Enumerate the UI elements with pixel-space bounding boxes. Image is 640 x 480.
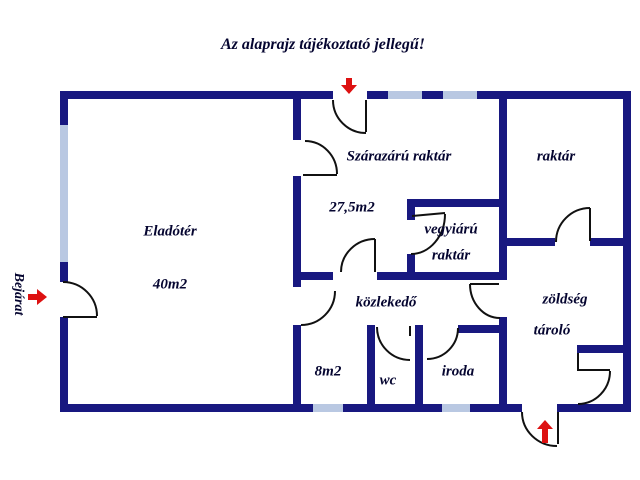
wall-segment (60, 317, 68, 412)
window-segment (313, 404, 343, 412)
wall-segment (477, 91, 631, 99)
wall-segment (293, 325, 301, 404)
door-arc (62, 281, 98, 317)
door-arc (304, 140, 338, 175)
window-segment (388, 91, 422, 99)
wall-segment (343, 404, 442, 412)
wall-segment (623, 91, 631, 412)
wall-segment (577, 345, 631, 353)
plan-title: Az alaprajz tájékoztató jellegű! (220, 36, 426, 53)
wall-segment (60, 262, 68, 282)
wall-segment (293, 99, 301, 140)
entrance-arrow-right-icon (28, 289, 47, 305)
room-area-eladoter: 40m2 (152, 276, 188, 293)
wall-segment (407, 254, 415, 272)
wall-segment (60, 91, 68, 125)
door-arc (555, 207, 591, 243)
wall-segment (293, 176, 301, 287)
door-arc (340, 238, 376, 273)
entrance-arrow-down-icon (341, 78, 357, 94)
wall-segment (60, 404, 313, 412)
wall-segment (470, 404, 522, 412)
wall-segment (367, 91, 388, 99)
wall-segment (407, 207, 415, 220)
room-label-zoldseg-line2: tároló (533, 322, 571, 339)
window-segment (60, 125, 68, 262)
room-area-szarazaru-raktar: 27,5m2 (329, 199, 375, 216)
wall-segment (367, 325, 375, 404)
entrance-label: Bejárat (11, 272, 26, 316)
room-label-zoldseg-line1: zöldség (542, 291, 588, 308)
wall-segment (415, 325, 423, 404)
room-label-vegyiaru-line2: raktár (431, 247, 471, 264)
wall-segment (301, 272, 333, 280)
room-label-wc: wc (379, 372, 397, 389)
wall-segment (377, 272, 507, 280)
door-arc (426, 327, 459, 360)
entrance-arrow-up-icon (537, 420, 553, 443)
wall-segment (557, 404, 631, 412)
door-arc (469, 283, 501, 319)
door-arc (577, 370, 611, 405)
wall-segment (458, 325, 499, 333)
wall-segment (407, 199, 499, 207)
window-segment (443, 91, 477, 99)
wall-segment (422, 91, 443, 99)
room-label-kozlekedo: közlekedő (355, 294, 417, 311)
room-label-iroda: iroda (441, 363, 475, 380)
wall-segment (590, 238, 631, 246)
wall-segment (60, 91, 333, 99)
door-arc (300, 290, 336, 326)
door-arc (332, 99, 367, 134)
room-label-szarazaru-raktar: Szárazárú raktár (346, 148, 452, 165)
wall-segment (499, 99, 507, 280)
door-arc (376, 326, 411, 361)
room-label-eladoter: Eladótér (143, 223, 197, 240)
window-segment (442, 404, 470, 412)
door-arc (521, 411, 558, 447)
wall-segment (507, 238, 555, 246)
door-arc (410, 213, 446, 255)
room-label-vegyiaru-line1: vegyiárú (424, 221, 478, 238)
room-area-kozlekedo: 8m2 (314, 363, 342, 380)
door-leaf (411, 212, 446, 217)
room-label-raktar: raktár (536, 148, 576, 165)
wall-segment (499, 317, 507, 404)
